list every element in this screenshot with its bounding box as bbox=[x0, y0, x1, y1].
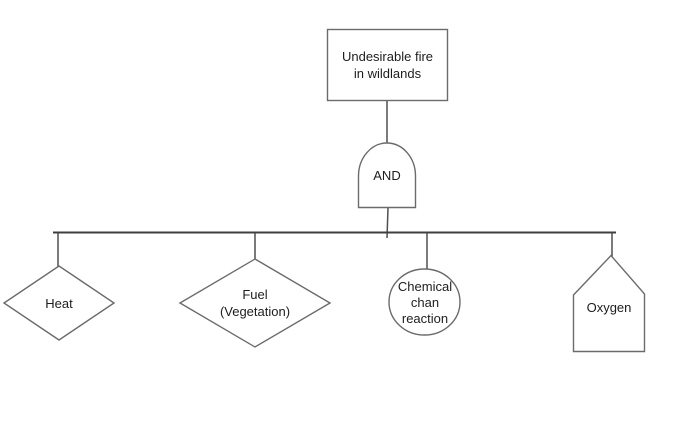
chemical-circle bbox=[388, 268, 461, 336]
heat-diamond bbox=[2, 265, 116, 341]
top-event-box bbox=[326, 28, 449, 102]
oxygen-house bbox=[572, 254, 646, 353]
and-gate-shape bbox=[357, 142, 417, 209]
fuel-diamond bbox=[178, 258, 332, 348]
